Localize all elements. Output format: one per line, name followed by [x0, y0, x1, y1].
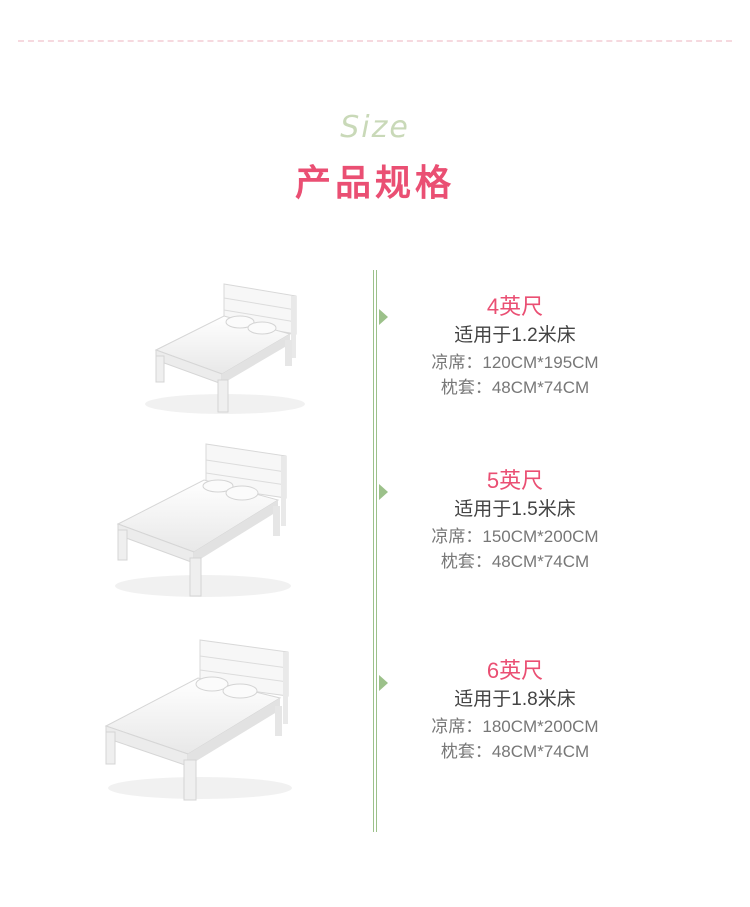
spec-pillow-size: 枕套：48CM*74CM: [440, 742, 590, 761]
page-title: 产品规格: [294, 162, 455, 204]
spec-size-label: 4英尺: [486, 294, 544, 319]
section-subtitle: Size: [340, 110, 410, 145]
spec-size-label: 5英尺: [486, 468, 544, 493]
spec-size-label: 6英尺: [486, 658, 544, 683]
spec-mat-size: 凉席：180CM*200CM: [431, 717, 599, 736]
bed-image-small: [145, 283, 305, 414]
timeline-arrow-2: [379, 484, 388, 500]
spec-mat-size: 凉席：120CM*195CM: [431, 353, 599, 372]
timeline-arrow-3: [379, 675, 388, 691]
spec-pillow-size: 枕套：48CM*74CM: [440, 378, 590, 397]
spec-block-6ft: 6英尺 适用于1.8米床 凉席：180CM*200CM 枕套：48CM*74CM: [395, 656, 635, 764]
bed-image-large: [104, 639, 292, 801]
spec-mat-size: 凉席：150CM*200CM: [431, 527, 599, 546]
spec-block-5ft: 5英尺 适用于1.5米床 凉席：150CM*200CM 枕套：48CM*74CM: [395, 466, 635, 574]
timeline-arrow-1: [379, 309, 388, 325]
top-dashed-divider: [18, 40, 732, 42]
spec-block-4ft: 4英尺 适用于1.2米床 凉席：120CM*195CM 枕套：48CM*74CM: [395, 292, 635, 400]
timeline-line: [373, 270, 377, 832]
spec-pillow-size: 枕套：48CM*74CM: [440, 552, 590, 571]
spec-fit-label: 适用于1.2米床: [454, 325, 576, 346]
spec-fit-label: 适用于1.8米床: [454, 689, 576, 710]
bed-image-medium: [115, 443, 291, 597]
spec-fit-label: 适用于1.5米床: [454, 499, 576, 520]
